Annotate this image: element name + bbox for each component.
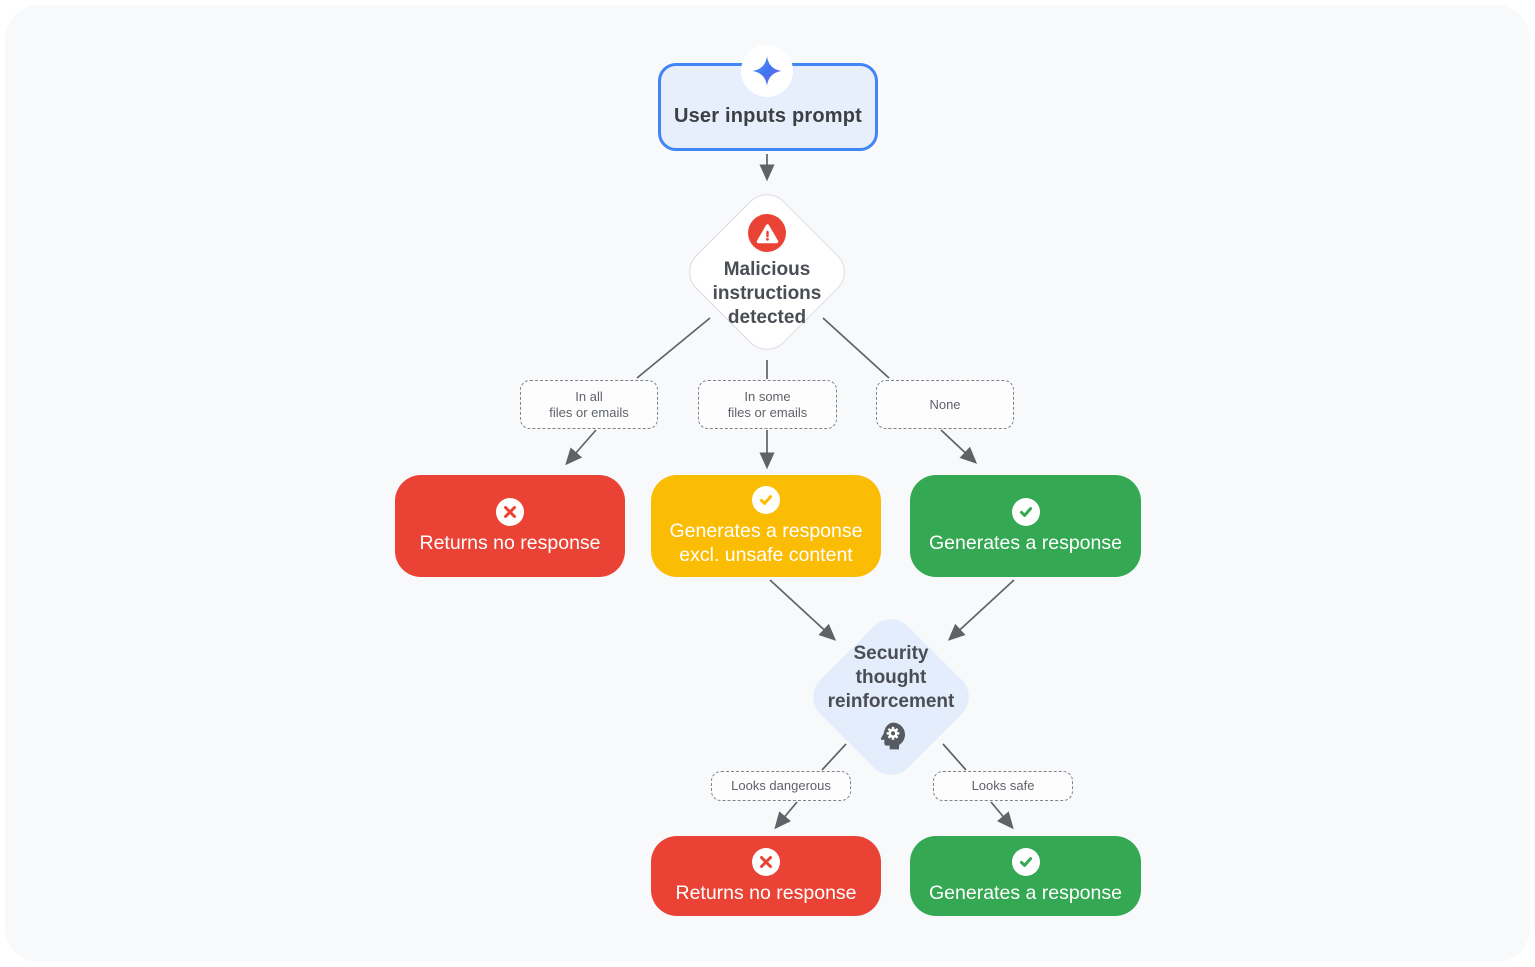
outcome-returns-no-response-1: Returns no response: [395, 475, 625, 577]
decision-reinforcement-label: Security thought reinforcement: [828, 642, 955, 714]
check-badge: [752, 485, 780, 514]
branch-none-label: None: [929, 396, 961, 412]
branch-looks-safe-label: Looks safe: [971, 778, 1035, 793]
gemini-sparkle-icon: [752, 56, 782, 86]
check-icon: [1019, 506, 1032, 517]
connector-branch-none-to-response: [940, 429, 978, 464]
connector-decision1-to-branch-none: [822, 317, 890, 379]
check-icon: [1019, 856, 1032, 867]
decision-malicious-line2: instructions: [712, 283, 822, 304]
outcome-caution-line2: excl. unsafe content: [679, 543, 853, 566]
outcome-generates-response-2: Generates a response: [910, 836, 1141, 916]
start-node-label: User inputs prompt: [673, 104, 863, 127]
decision-malicious-line1: Malicious: [723, 259, 811, 280]
warning-badge: [748, 214, 786, 252]
cross-icon: [760, 855, 772, 868]
cross-badge: [752, 847, 780, 876]
decision-reinforcement-line3: reinforcement: [827, 691, 955, 712]
outcome-label: Generates a response: [929, 881, 1122, 904]
outcome-returns-no-response-2: Returns no response: [651, 836, 881, 916]
connector-branch-all-to-no-response: [565, 429, 597, 466]
branch-label-none: None: [876, 380, 1014, 429]
branch-in-some-line2: files or emails: [727, 404, 808, 420]
decision-malicious-instructions: Malicious instructions detected: [679, 184, 855, 360]
decision-malicious-line3: detected: [727, 307, 807, 328]
branch-in-all-line1: In all: [575, 388, 603, 404]
branch-label-looks-dangerous: Looks dangerous: [711, 771, 851, 801]
cross-badge: [496, 497, 524, 526]
outcome-generates-response-1: Generates a response: [910, 475, 1141, 577]
cross-icon: [504, 505, 516, 518]
decision-reinforcement-line2: thought: [855, 667, 927, 688]
warning-icon: [756, 223, 778, 243]
connector-looks-safe-to-response: [990, 801, 1014, 830]
outcome-response-excl-unsafe: Generates a response excl. unsafe conten…: [651, 475, 881, 577]
connector-looks-dangerous-to-no-response: [774, 801, 798, 830]
outcome-label: Returns no response: [419, 531, 601, 554]
branch-in-all-line2: files or emails: [549, 404, 629, 420]
connector-decision2-to-looks-dangerous: [821, 743, 847, 771]
decision-security-thought-reinforcement: Security thought reinforcement: [803, 609, 979, 785]
connector-positive-to-decision2: [947, 579, 1015, 641]
outcome-caution-line1: Generates a response: [669, 519, 863, 542]
branch-in-some-line1: In some: [744, 388, 791, 404]
decision-malicious-label: Malicious instructions detected: [713, 258, 822, 330]
connector-decision2-to-looks-safe: [942, 743, 967, 771]
start-node-user-inputs-prompt: User inputs prompt: [658, 63, 878, 151]
check-badge: [1011, 847, 1040, 876]
connector-decision1-to-branch-all: [636, 317, 711, 379]
branch-label-looks-safe: Looks safe: [933, 771, 1073, 801]
psychology-icon: [880, 722, 905, 750]
branch-label-in-all: In all files or emails: [520, 380, 658, 429]
outcome-label: Generates a response: [929, 531, 1122, 554]
check-badge: [1011, 497, 1040, 526]
check-icon: [760, 494, 773, 505]
outcome-label: Generates a response excl. unsafe conten…: [670, 519, 863, 567]
connector-caution-to-decision2: [769, 579, 837, 641]
decision-reinforcement-line1: Security: [853, 643, 929, 664]
outcome-label: Returns no response: [675, 881, 857, 904]
gemini-sparkle-badge: [741, 45, 793, 97]
branch-looks-dangerous-label: Looks dangerous: [731, 778, 831, 793]
branch-label-in-some: In some files or emails: [698, 380, 837, 429]
